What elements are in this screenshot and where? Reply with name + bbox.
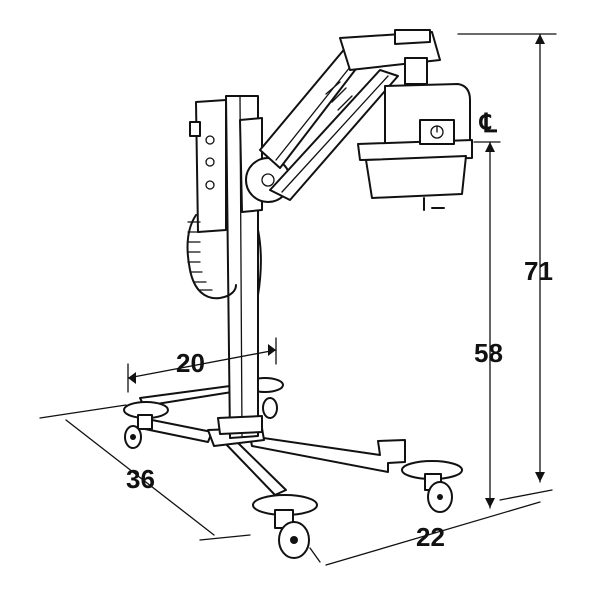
dimension-label-22: 22: [416, 522, 445, 552]
dimension-label-36: 36: [126, 464, 155, 494]
centerline-symbol: ℄: [479, 108, 498, 138]
xray-tube-head: [357, 83, 473, 211]
dimension-label-71: 71: [524, 256, 553, 286]
mobile-base: [139, 385, 406, 496]
caster-wheel-right: [401, 460, 463, 513]
dimension-label-20: 20: [176, 348, 205, 378]
caster-wheel-front: [252, 494, 318, 559]
dimension-label-58: 58: [474, 338, 503, 368]
articulated-arm: [259, 29, 441, 201]
dimension-lines: [39, 33, 557, 566]
caster-wheel-rear-left: [123, 401, 169, 449]
control-box: [189, 99, 227, 233]
coiled-cable: [186, 214, 262, 300]
